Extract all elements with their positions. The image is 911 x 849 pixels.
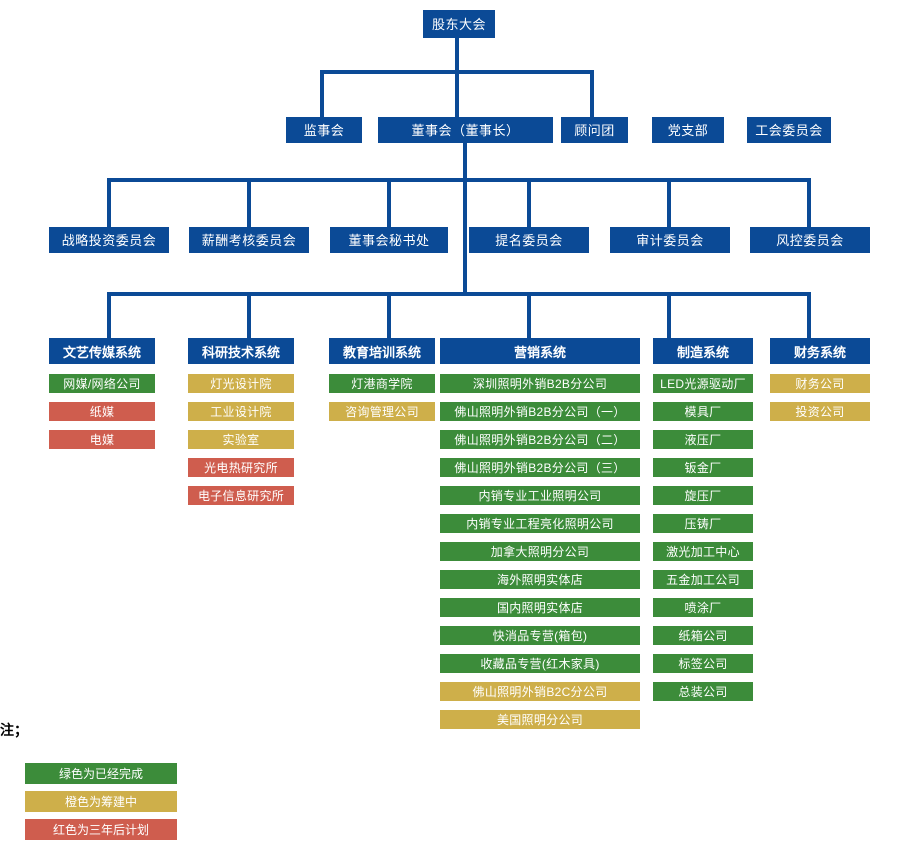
- connector-level2-drop-3: [590, 70, 594, 117]
- connector-systems-drop-4: [527, 292, 531, 338]
- connector-root-stem: [455, 38, 459, 70]
- system-4-item-7[interactable]: 五金加工公司: [653, 570, 753, 589]
- system-header-4[interactable]: 制造系统: [653, 338, 753, 364]
- system-5-item-1[interactable]: 投资公司: [770, 402, 870, 421]
- node-level3-1[interactable]: 薪酬考核委员会: [189, 227, 309, 253]
- system-header-2[interactable]: 教育培训系统: [329, 338, 435, 364]
- system-3-item-8[interactable]: 国内照明实体店: [440, 598, 640, 617]
- node-shareholders-meeting[interactable]: 股东大会: [423, 10, 495, 38]
- system-1-item-0[interactable]: 灯光设计院: [188, 374, 294, 393]
- system-4-item-4[interactable]: 旋压厂: [653, 486, 753, 505]
- node-level2-4[interactable]: 工会委员会: [747, 117, 831, 143]
- legend-note-label: 注；: [0, 722, 28, 738]
- system-1-item-4[interactable]: 电子信息研究所: [188, 486, 294, 505]
- system-4-item-3[interactable]: 钣金厂: [653, 458, 753, 477]
- system-3-item-2[interactable]: 佛山照明外销B2B分公司（二）: [440, 430, 640, 449]
- system-1-item-3[interactable]: 光电热研究所: [188, 458, 294, 477]
- system-4-item-2[interactable]: 液压厂: [653, 430, 753, 449]
- system-header-0[interactable]: 文艺传媒系统: [49, 338, 155, 364]
- connector-systems-bus: [107, 292, 811, 296]
- system-2-item-0[interactable]: 灯港商学院: [329, 374, 435, 393]
- system-4-item-11[interactable]: 总装公司: [653, 682, 753, 701]
- node-level3-0[interactable]: 战略投资委员会: [49, 227, 169, 253]
- system-1-item-2[interactable]: 实验室: [188, 430, 294, 449]
- node-level3-4[interactable]: 审计委员会: [610, 227, 730, 253]
- system-0-item-1[interactable]: 纸媒: [49, 402, 155, 421]
- legend-item-0: 绿色为已经完成: [25, 763, 177, 784]
- connector-systems-drop-5: [667, 292, 671, 338]
- system-4-item-6[interactable]: 激光加工中心: [653, 542, 753, 561]
- system-3-item-0[interactable]: 深圳照明外销B2B分公司: [440, 374, 640, 393]
- node-level3-5[interactable]: 风控委员会: [750, 227, 870, 253]
- connector-systems-drop-6: [807, 292, 811, 338]
- system-1-item-1[interactable]: 工业设计院: [188, 402, 294, 421]
- connector-level3-drop-5: [667, 178, 671, 227]
- system-3-item-11[interactable]: 佛山照明外销B2C分公司: [440, 682, 640, 701]
- system-5-item-0[interactable]: 财务公司: [770, 374, 870, 393]
- system-3-item-7[interactable]: 海外照明实体店: [440, 570, 640, 589]
- system-3-item-4[interactable]: 内销专业工业照明公司: [440, 486, 640, 505]
- system-header-1[interactable]: 科研技术系统: [188, 338, 294, 364]
- system-2-item-1[interactable]: 咨询管理公司: [329, 402, 435, 421]
- connector-level2-drop-1: [320, 70, 324, 117]
- system-3-item-5[interactable]: 内销专业工程亮化照明公司: [440, 514, 640, 533]
- connector-systems-drop-1: [107, 292, 111, 338]
- system-3-item-9[interactable]: 快消品专营(箱包): [440, 626, 640, 645]
- node-level3-3[interactable]: 提名委员会: [469, 227, 589, 253]
- node-level2-1[interactable]: 董事会（董事长）: [378, 117, 553, 143]
- system-header-3[interactable]: 营销系统: [440, 338, 640, 364]
- node-level3-2[interactable]: 董事会秘书处: [330, 227, 448, 253]
- legend-item-1: 橙色为筹建中: [25, 791, 177, 812]
- connector-systems-drop-3: [387, 292, 391, 338]
- system-3-item-3[interactable]: 佛山照明外销B2B分公司（三）: [440, 458, 640, 477]
- connector-level3-drop-1: [107, 178, 111, 227]
- connector-level3-drop-2: [247, 178, 251, 227]
- node-level2-2[interactable]: 顾问团: [561, 117, 628, 143]
- connector-board-stem-lower: [463, 182, 467, 292]
- connector-level3-drop-3: [387, 178, 391, 227]
- system-4-item-10[interactable]: 标签公司: [653, 654, 753, 673]
- legend-item-2: 红色为三年后计划: [25, 819, 177, 840]
- system-4-item-5[interactable]: 压铸厂: [653, 514, 753, 533]
- connector-level3-drop-6: [807, 178, 811, 227]
- system-4-item-1[interactable]: 模具厂: [653, 402, 753, 421]
- connector-level3-drop-4: [527, 178, 531, 227]
- system-4-item-9[interactable]: 纸箱公司: [653, 626, 753, 645]
- system-3-item-12[interactable]: 美国照明分公司: [440, 710, 640, 729]
- connector-systems-drop-2: [247, 292, 251, 338]
- connector-level3-bus: [107, 178, 811, 182]
- connector-board-stem: [463, 143, 467, 178]
- system-4-item-0[interactable]: LED光源驱动厂: [653, 374, 753, 393]
- system-3-item-6[interactable]: 加拿大照明分公司: [440, 542, 640, 561]
- system-4-item-8[interactable]: 喷涂厂: [653, 598, 753, 617]
- system-0-item-2[interactable]: 电媒: [49, 430, 155, 449]
- system-3-item-1[interactable]: 佛山照明外销B2B分公司（一）: [440, 402, 640, 421]
- system-0-item-0[interactable]: 网媒/网络公司: [49, 374, 155, 393]
- connector-level2-drop-2: [455, 70, 459, 117]
- node-level2-0[interactable]: 监事会: [286, 117, 362, 143]
- system-header-5[interactable]: 财务系统: [770, 338, 870, 364]
- node-level2-3[interactable]: 党支部: [652, 117, 724, 143]
- system-3-item-10[interactable]: 收藏品专营(红木家具): [440, 654, 640, 673]
